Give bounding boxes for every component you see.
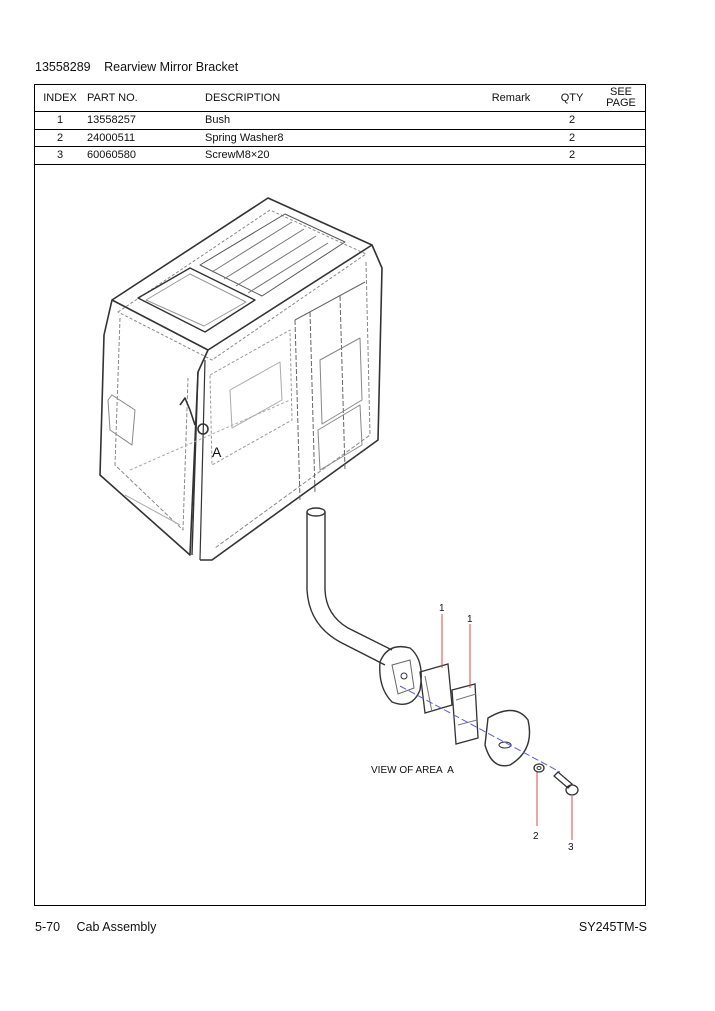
area-label: A bbox=[212, 444, 222, 460]
row-description: Spring Washer8 bbox=[205, 129, 475, 147]
col-qty: QTY bbox=[547, 85, 597, 112]
col-index: INDEX bbox=[35, 85, 85, 112]
row-description: Bush bbox=[205, 111, 475, 130]
row-part-no: 13558257 bbox=[85, 111, 205, 130]
row-qty: 2 bbox=[547, 111, 597, 130]
row-remark bbox=[475, 146, 547, 165]
page-number: 5-70 bbox=[35, 920, 61, 934]
col-remark: Remark bbox=[475, 85, 547, 112]
row-remark bbox=[475, 111, 547, 130]
section-name: Cab Assembly bbox=[76, 920, 157, 934]
assembly-part-number: 13558289 bbox=[35, 60, 91, 74]
row-index: 2 bbox=[35, 129, 85, 147]
row-see-page bbox=[597, 129, 645, 147]
row-part-no: 60060580 bbox=[85, 146, 205, 165]
col-see-page-label: SEE PAGE bbox=[606, 86, 636, 109]
row-see-page bbox=[597, 146, 645, 165]
callout-3: 3 bbox=[568, 842, 574, 853]
cab-illustration bbox=[99, 197, 383, 561]
mirror-bracket-detail bbox=[306, 507, 579, 840]
view-label: VIEW OF AREA A bbox=[371, 765, 454, 776]
col-see-page: SEE PAGE bbox=[597, 85, 645, 112]
row-see-page bbox=[597, 111, 645, 130]
row-part-no: 24000511 bbox=[85, 129, 205, 147]
row-qty: 2 bbox=[547, 129, 597, 147]
col-part-no: PART NO. bbox=[85, 85, 205, 112]
parts-frame: INDEX PART NO. DESCRIPTION Remark QTY SE… bbox=[34, 84, 646, 906]
parts-table-header: INDEX PART NO. DESCRIPTION Remark QTY SE… bbox=[35, 85, 645, 112]
table-row: 1 13558257 Bush 2 bbox=[35, 111, 645, 130]
callout-1b: 1 bbox=[467, 614, 473, 625]
callout-1a: 1 bbox=[439, 603, 445, 614]
row-index: 1 bbox=[35, 111, 85, 130]
row-index: 3 bbox=[35, 146, 85, 165]
callout-2: 2 bbox=[533, 831, 539, 842]
row-description: ScrewM8×20 bbox=[205, 146, 475, 165]
row-qty: 2 bbox=[547, 146, 597, 165]
table-row: 3 60060580 ScrewM8×20 2 bbox=[35, 146, 645, 165]
col-description: DESCRIPTION bbox=[205, 85, 475, 112]
page-footer-left: 5-70 Cab Assembly bbox=[35, 920, 156, 934]
row-remark bbox=[475, 129, 547, 147]
model-name: SY245TM-S bbox=[578, 920, 647, 934]
table-row: 2 24000511 Spring Washer8 2 bbox=[35, 129, 645, 147]
assembly-title: Rearview Mirror Bracket bbox=[104, 60, 239, 74]
parts-table: INDEX PART NO. DESCRIPTION Remark QTY SE… bbox=[35, 85, 645, 165]
page-heading: 13558289 Rearview Mirror Bracket bbox=[35, 60, 238, 74]
